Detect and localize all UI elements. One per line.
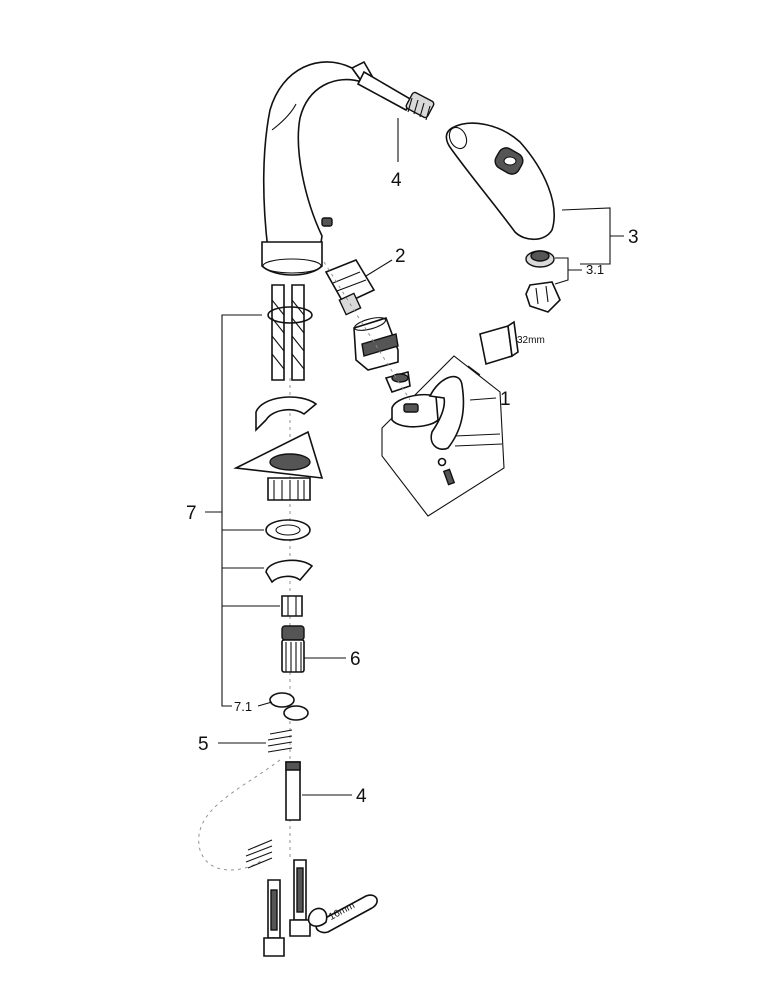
faucet-body bbox=[261, 60, 435, 276]
mounting-kit bbox=[233, 396, 324, 617]
wrench-32-label: 32mm bbox=[517, 335, 545, 346]
wrench-16mm: 16mm bbox=[307, 894, 378, 934]
callout-7: 7 bbox=[186, 503, 197, 524]
callout-5: 5 bbox=[198, 734, 209, 755]
callout-2: 2 bbox=[395, 246, 406, 267]
callout-7-1: 7.1 bbox=[234, 699, 252, 714]
callout-4-top: 4 bbox=[391, 170, 402, 191]
callout-6: 6 bbox=[350, 649, 361, 670]
spray-head bbox=[445, 122, 561, 313]
wrench-32mm: 32mm bbox=[479, 320, 545, 366]
counterweight bbox=[198, 729, 301, 871]
callout-3-1: 3.1 bbox=[586, 262, 604, 277]
callout-labels: 4 2 3 3.1 1 7 6 7.1 5 4 bbox=[186, 170, 639, 807]
leader-lines bbox=[205, 118, 624, 796]
callout-3: 3 bbox=[628, 227, 639, 248]
cartridge bbox=[324, 259, 399, 371]
hose-coupling bbox=[269, 625, 309, 721]
hose-ends bbox=[263, 859, 311, 957]
callout-4-bottom: 4 bbox=[356, 786, 367, 807]
callout-1: 1 bbox=[500, 389, 511, 410]
lever-handle bbox=[381, 355, 505, 517]
supply-hoses bbox=[267, 284, 313, 381]
